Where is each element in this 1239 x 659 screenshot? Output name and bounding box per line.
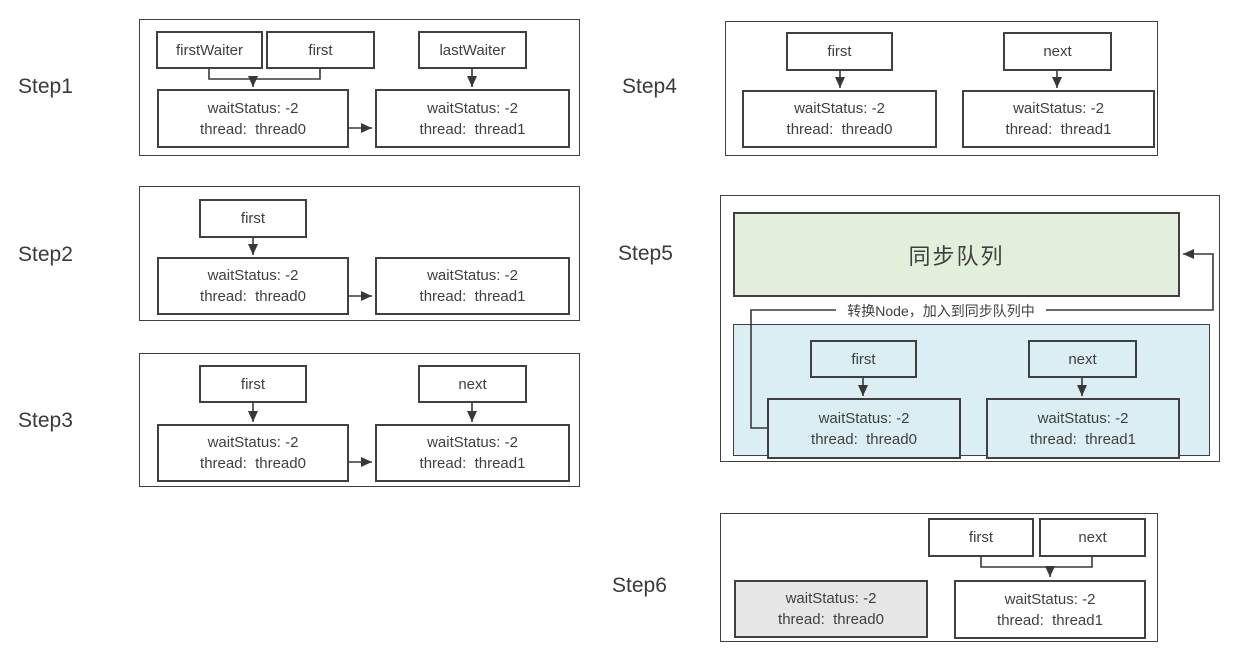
node-thread-text: thread: thread1 [1005, 121, 1112, 138]
node-waitstatus-text: waitStatus: -2 [785, 590, 877, 607]
pointer-first: first [199, 365, 307, 403]
node-waitstatus-text: waitStatus: -2 [427, 434, 518, 451]
node-thread0: waitStatus: -2 thread: thread0 [157, 89, 349, 148]
step2-label: Step2 [18, 243, 73, 266]
node-thread0: waitStatus: -2 thread: thread0 [742, 90, 937, 148]
pointer-next: next [1003, 32, 1112, 71]
pointer-first: first [810, 340, 917, 378]
pointer-next: next [1028, 340, 1137, 378]
node-thread1: waitStatus: -2 thread: thread1 [954, 580, 1146, 639]
pointer-first: first [266, 31, 375, 69]
node-thread-text: thread: thread0 [811, 430, 917, 448]
node-thread-text: thread: thread0 [200, 120, 306, 138]
node-thread0: waitStatus: -2 thread: thread0 [767, 398, 961, 459]
node-thread-text: thread: thread1 [1030, 430, 1136, 448]
node-waitstatus-text: waitStatus: -2 [1004, 590, 1096, 608]
node-waitstatus-text: waitStatus: -2 [1013, 100, 1104, 117]
step1-label: Step1 [18, 75, 73, 98]
node-thread-text: thread: thread0 [200, 288, 306, 305]
pointer-first: first [199, 199, 307, 238]
pointer-first: first [786, 32, 893, 71]
node-waitstatus-text: waitStatus: -2 [1037, 409, 1129, 427]
pointer-next: next [1039, 518, 1146, 557]
node-thread0: waitStatus: -2 thread: thread0 [157, 257, 349, 315]
node-waitstatus-text: waitStatus: -2 [818, 409, 910, 427]
node-waitstatus-text: waitStatus: -2 [207, 434, 299, 451]
pointer-first: first [928, 518, 1034, 557]
pointer-firstwaiter: firstWaiter [156, 31, 263, 69]
node-thread1: waitStatus: -2 thread: thread1 [375, 424, 570, 482]
node-thread-text: thread: thread0 [200, 455, 306, 472]
node-thread-text: thread: thread1 [997, 611, 1103, 629]
pointer-next: next [418, 365, 527, 403]
node-thread-text: thread: thread1 [419, 288, 526, 305]
node-waitstatus-text: waitStatus: -2 [794, 100, 885, 117]
node-thread1: waitStatus: -2 thread: thread1 [986, 398, 1180, 459]
step6-label: Step6 [612, 574, 667, 597]
node-thread1: waitStatus: -2 thread: thread1 [375, 89, 570, 148]
step4-label: Step4 [622, 75, 677, 98]
node-thread1: waitStatus: -2 thread: thread1 [962, 90, 1155, 148]
step3-label: Step3 [18, 409, 73, 432]
node-waitstatus-text: waitStatus: -2 [207, 99, 299, 117]
node-waitstatus-text: waitStatus: -2 [427, 267, 518, 284]
transfer-to-sync-queue-label: 转换Node，加入到同步队列中 [836, 301, 1046, 321]
sync-queue-box: 同步队列 [733, 212, 1180, 297]
node-waitstatus-text: waitStatus: -2 [427, 99, 518, 117]
node-thread-text: thread: thread0 [778, 611, 884, 628]
node-thread0: waitStatus: -2 thread: thread0 [157, 424, 349, 482]
pointer-lastwaiter: lastWaiter [418, 31, 527, 69]
node-thread0-signalled: waitStatus: -2 thread: thread0 [734, 580, 928, 638]
node-thread-text: thread: thread1 [419, 455, 526, 472]
node-waitstatus-text: waitStatus: -2 [207, 267, 299, 284]
node-thread1: waitStatus: -2 thread: thread1 [375, 257, 570, 315]
step5-label: Step5 [618, 242, 673, 265]
node-thread-text: thread: thread1 [419, 120, 526, 138]
node-thread-text: thread: thread0 [786, 121, 893, 138]
